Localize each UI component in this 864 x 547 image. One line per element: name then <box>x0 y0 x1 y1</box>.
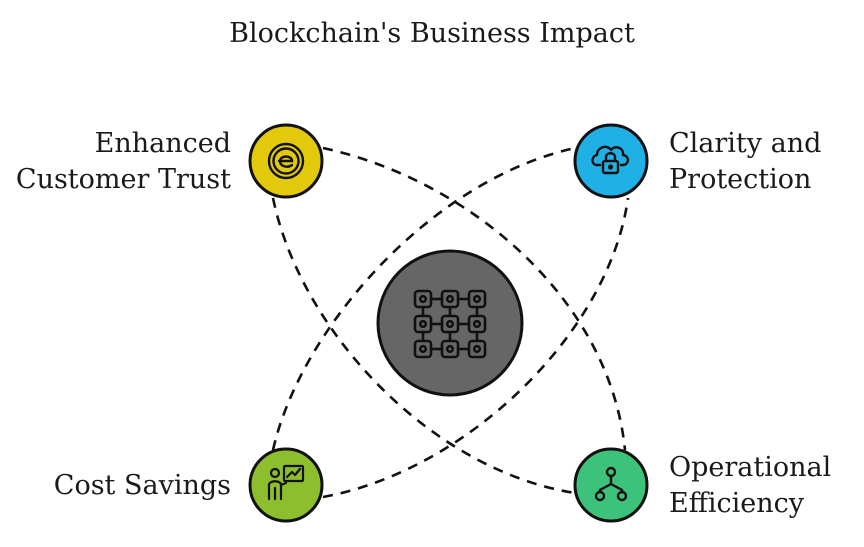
node-enhanced-customer-trust <box>248 123 324 199</box>
arc-bottom-left-to-top-right-outer <box>322 197 630 499</box>
blockchain-grid-icon <box>413 289 487 359</box>
presenter-chart-icon <box>267 464 305 501</box>
node-operational-efficiency <box>573 447 649 523</box>
label-enhanced-customer-trust: Enhanced Customer Trust <box>15 128 231 195</box>
label-clarity-and-protection: Clarity and Protection <box>669 128 822 195</box>
label-operational-efficiency: Operational Efficiency <box>669 452 832 519</box>
arc-top-left-to-bottom-right-outer <box>271 197 576 495</box>
arc-bottom-left-to-top-right <box>271 146 576 451</box>
arc-top-left-to-bottom-right <box>322 146 627 451</box>
hierarchy-icon <box>594 466 628 502</box>
e-coin-icon <box>267 142 305 180</box>
center-hub <box>376 249 524 397</box>
cloud-lock-icon <box>591 145 630 175</box>
node-cost-savings <box>248 447 324 523</box>
label-cost-savings: Cost Savings <box>53 470 231 501</box>
diagram-title: Blockchain's Business Impact <box>229 18 635 49</box>
node-clarity-and-protection <box>573 123 649 199</box>
